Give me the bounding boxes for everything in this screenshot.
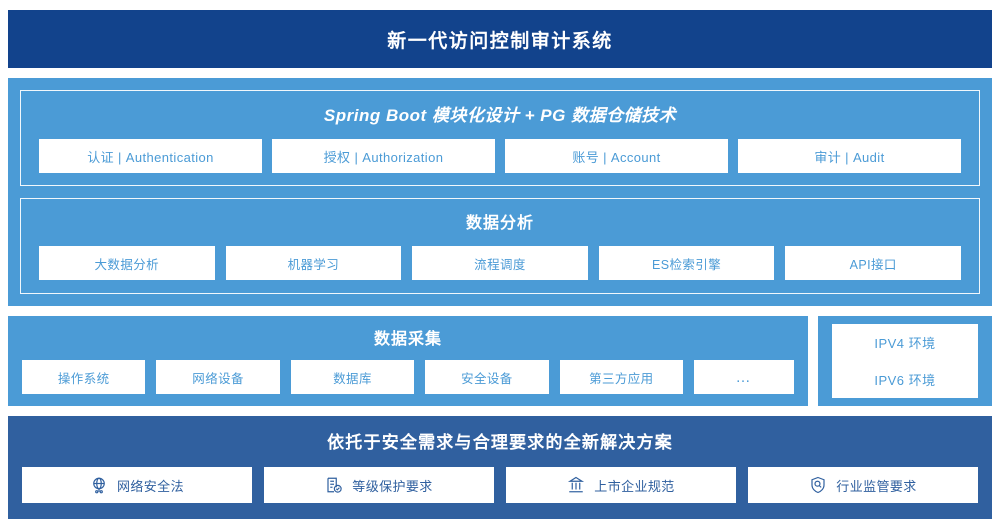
chip-ipv6-environment[interactable]: IPV6 环境 xyxy=(832,361,978,398)
solution-title: 依托于安全需求与合理要求的全新解决方案 xyxy=(327,433,673,452)
data-collection-chip-row: 操作系统 网络设备 数据库 安全设备 第三方应用 … xyxy=(22,360,795,394)
chip-operating-system[interactable]: 操作系统 xyxy=(22,360,146,394)
chip-api-interface[interactable]: API接口 xyxy=(785,246,961,280)
platform-panel: Spring Boot 模块化设计 + PG 数据仓储技术 认证 | Authe… xyxy=(8,78,992,306)
solution-chip-row: 网络安全法 等级保护要求 xyxy=(22,467,978,503)
page-header: 新一代访问控制审计系统 xyxy=(8,10,992,68)
bank-building-icon xyxy=(567,476,585,494)
chip-cybersecurity-law[interactable]: 网络安全法 xyxy=(22,467,252,503)
chip-third-party-app[interactable]: 第三方应用 xyxy=(559,360,684,394)
document-check-icon xyxy=(325,476,343,494)
chip-authorization[interactable]: 授权 | Authorization xyxy=(272,139,495,173)
environment-panel: IPV4 环境 IPV6 环境 xyxy=(818,316,992,406)
chip-label: 网络安全法 xyxy=(116,478,184,494)
solution-panel: 依托于安全需求与合理要求的全新解决方案 网络安全法 xyxy=(8,416,992,519)
shield-search-icon xyxy=(809,476,827,494)
chip-label: 行业监管要求 xyxy=(836,478,917,494)
chip-listed-company-standard[interactable]: 上市企业规范 xyxy=(506,467,736,503)
chip-process-scheduling[interactable]: 流程调度 xyxy=(412,246,588,280)
chip-more-ellipsis[interactable]: … xyxy=(694,360,795,394)
globe-network-icon xyxy=(90,476,108,494)
chip-classified-protection[interactable]: 等级保护要求 xyxy=(264,467,494,503)
chip-security-device[interactable]: 安全设备 xyxy=(425,360,549,394)
chip-audit[interactable]: 审计 | Audit xyxy=(738,139,961,173)
chip-machine-learning[interactable]: 机器学习 xyxy=(225,246,402,280)
chip-ipv4-environment[interactable]: IPV4 环境 xyxy=(832,324,978,361)
chip-big-data-analysis[interactable]: 大数据分析 xyxy=(39,246,215,280)
data-collection-panel: 数据采集 操作系统 网络设备 数据库 安全设备 第三方应用 … xyxy=(8,316,808,406)
springboot-chip-row: 认证 | Authentication 授权 | Authorization 账… xyxy=(31,139,969,173)
chip-account[interactable]: 账号 | Account xyxy=(505,139,728,173)
page-title: 新一代访问控制审计系统 xyxy=(387,30,613,52)
chip-label: 等级保护要求 xyxy=(352,478,433,494)
data-analysis-group-title: 数据分析 xyxy=(465,215,534,232)
chip-industry-regulation[interactable]: 行业监管要求 xyxy=(748,467,978,503)
data-collection-title: 数据采集 xyxy=(373,331,442,348)
springboot-group: Spring Boot 模块化设计 + PG 数据仓储技术 认证 | Authe… xyxy=(20,90,980,186)
chip-database[interactable]: 数据库 xyxy=(290,360,415,394)
chip-label: 上市企业规范 xyxy=(594,478,675,494)
data-analysis-group: 数据分析 大数据分析 机器学习 流程调度 ES检索引擎 API接口 xyxy=(20,198,980,294)
springboot-group-title: Spring Boot 模块化设计 + PG 数据仓储技术 xyxy=(323,106,677,125)
chip-network-device[interactable]: 网络设备 xyxy=(156,360,280,394)
data-analysis-chip-row: 大数据分析 机器学习 流程调度 ES检索引擎 API接口 xyxy=(31,246,969,280)
chip-es-search-engine[interactable]: ES检索引擎 xyxy=(598,246,775,280)
chip-authentication[interactable]: 认证 | Authentication xyxy=(39,139,262,173)
